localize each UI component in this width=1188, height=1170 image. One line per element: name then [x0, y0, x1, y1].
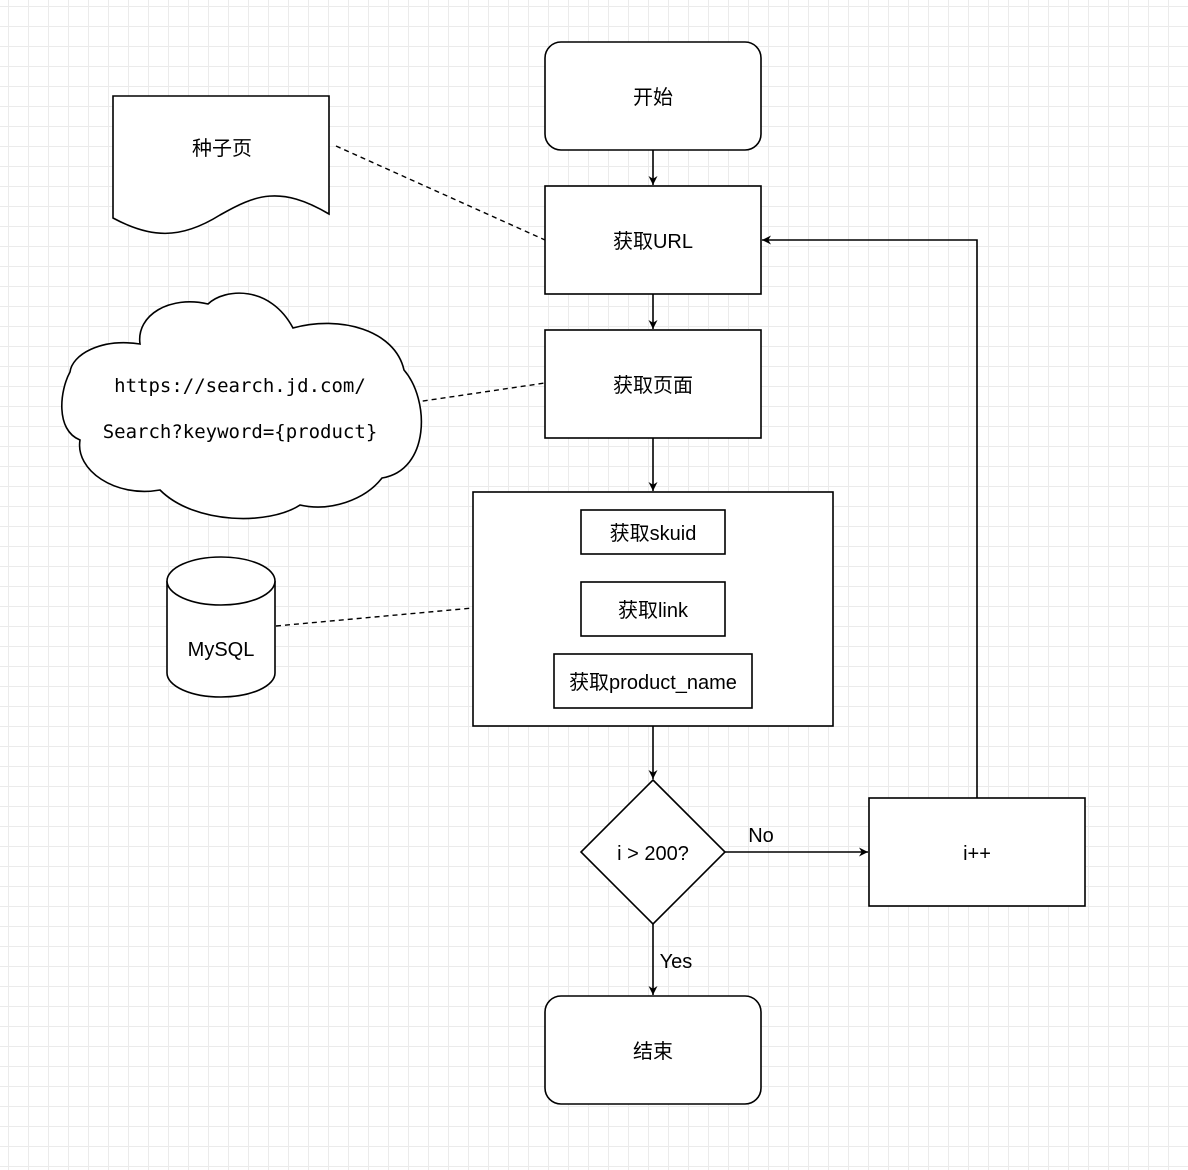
start-node[interactable]: 开始	[544, 41, 762, 151]
mysql-connector	[275, 607, 474, 627]
get-skuid-label: 获取skuid	[610, 522, 697, 545]
get-link-node[interactable]: 获取link	[580, 581, 726, 637]
get-link-label: 获取link	[618, 599, 689, 622]
url-text-line1: https://search.jd.com/	[114, 375, 366, 397]
get-product-name-node[interactable]: 获取product_name	[553, 653, 753, 709]
get-url-node[interactable]: 获取URL	[544, 185, 762, 295]
seed-page-connector	[335, 145, 546, 241]
arrow-loop-back	[762, 235, 978, 798]
condition-node[interactable]: i > 200?	[579, 778, 727, 926]
end-label: 结束	[633, 1040, 673, 1063]
get-page-label: 获取页面	[613, 374, 693, 397]
mysql-label: MySQL	[188, 639, 255, 661]
yes-edge-label: Yes	[660, 951, 693, 973]
increment-node[interactable]: i++	[868, 797, 1086, 907]
end-node[interactable]: 结束	[544, 995, 762, 1105]
url-cloud-connector	[395, 382, 546, 406]
start-label: 开始	[633, 86, 673, 109]
seed-page-label: 种子页	[192, 137, 252, 160]
get-page-node[interactable]: 获取页面	[544, 329, 762, 439]
get-url-label: 获取URL	[613, 230, 693, 253]
condition-label: i > 200?	[617, 843, 689, 865]
seed-page-document[interactable]: 种子页	[112, 95, 330, 235]
increment-label: i++	[963, 843, 991, 865]
url-text-line2: Search?keyword={product}	[103, 421, 378, 443]
get-skuid-node[interactable]: 获取skuid	[580, 509, 726, 555]
url-cloud[interactable]: https://search.jd.com/ Search?keyword={p…	[61, 292, 423, 520]
get-product-name-label: 获取product_name	[569, 671, 737, 694]
no-edge-label: No	[748, 825, 774, 847]
mysql-database[interactable]: MySQL	[166, 556, 276, 698]
